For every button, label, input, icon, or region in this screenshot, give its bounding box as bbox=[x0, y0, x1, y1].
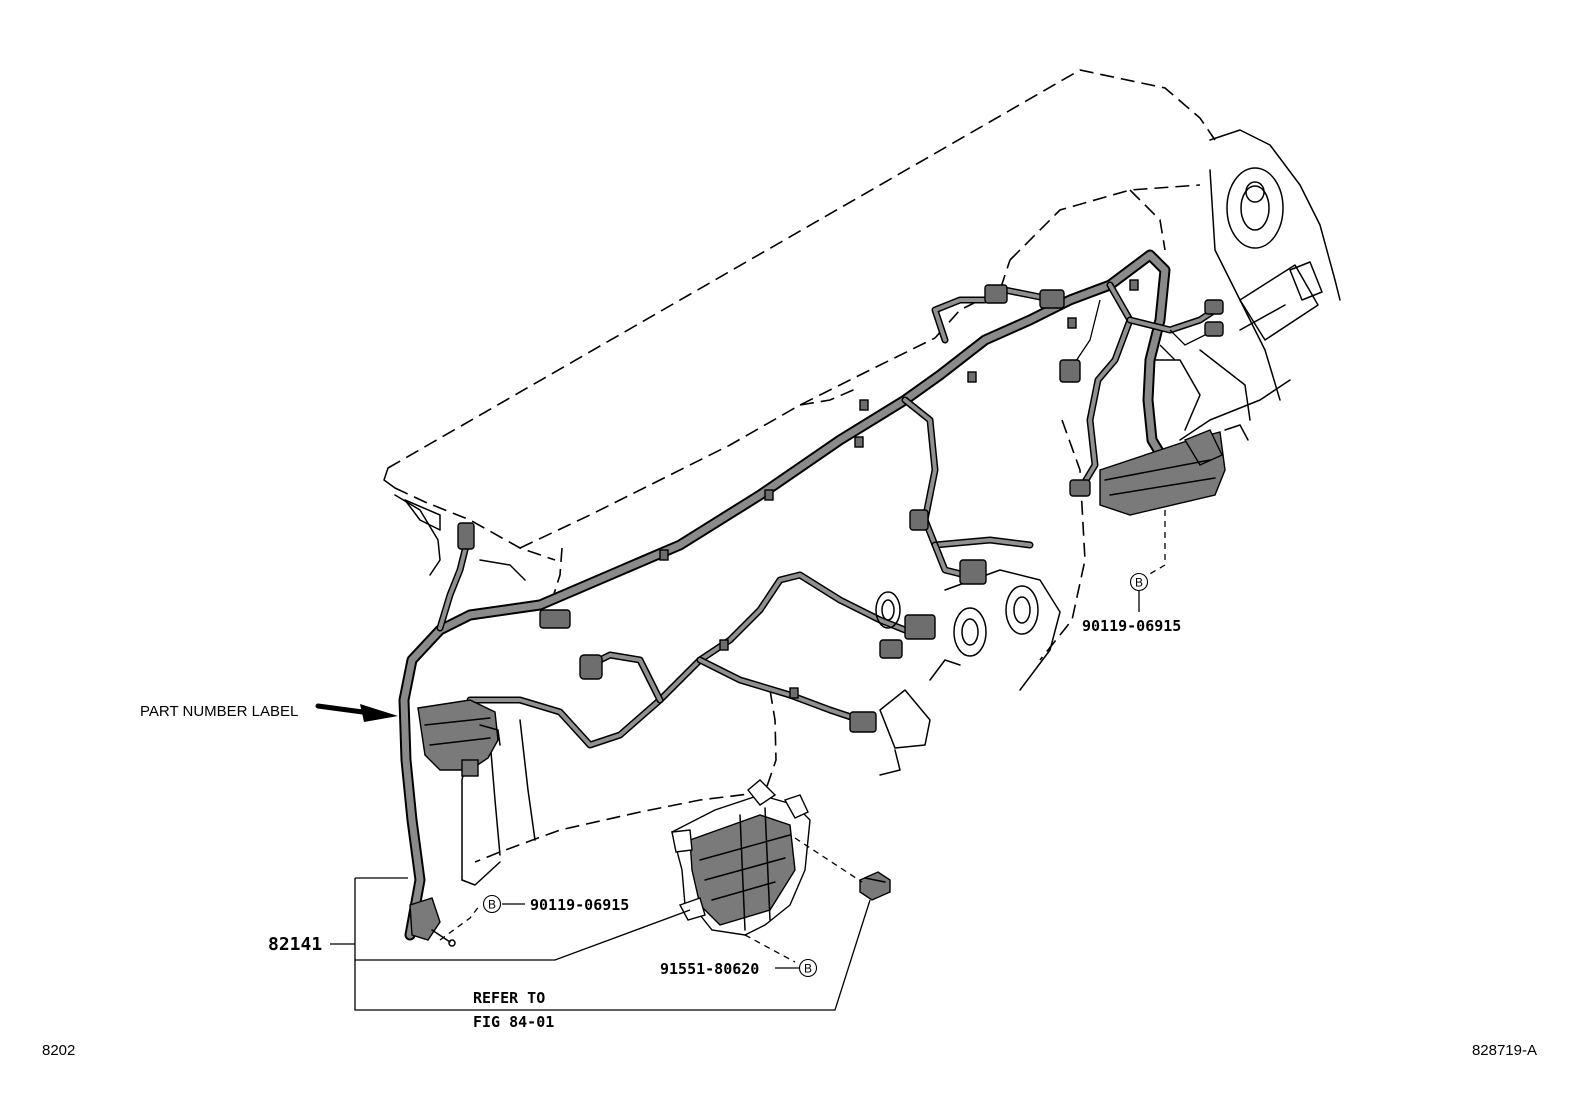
harness-connectors bbox=[457, 279, 1224, 733]
fig-reference-text: FIG 84-01 bbox=[473, 1013, 554, 1031]
svg-text:B: B bbox=[804, 962, 812, 976]
circle-b-marker-screw: B bbox=[798, 958, 818, 978]
circle-b-marker-right: B bbox=[1129, 572, 1149, 592]
left-junction-block bbox=[417, 699, 501, 777]
svg-text:B: B bbox=[488, 898, 496, 912]
screw-part-number: 91551-80620 bbox=[660, 960, 759, 978]
part-number-label-text: PART NUMBER LABEL bbox=[140, 703, 298, 720]
bolt-part-number-right: 90119-06915 bbox=[1082, 617, 1181, 635]
part-label-arrow bbox=[315, 703, 398, 722]
relay-block bbox=[671, 779, 811, 936]
harness-branches bbox=[436, 281, 1219, 749]
footer-left-code: 8202 bbox=[42, 1042, 75, 1059]
right-junction-block bbox=[1099, 424, 1249, 516]
center-vents bbox=[879, 569, 1061, 776]
leader-lines bbox=[330, 591, 1140, 1011]
circle-b-marker-lower: B bbox=[482, 894, 502, 914]
footer-right-code: 828719-A bbox=[1472, 1042, 1537, 1059]
harness-ground-terminal bbox=[409, 897, 456, 947]
small-relay bbox=[859, 871, 891, 901]
instrument-panel-outline bbox=[383, 69, 1216, 863]
refer-to-text: REFER TO bbox=[473, 989, 545, 1007]
dashboard-right-side bbox=[1149, 129, 1341, 441]
svg-text:B: B bbox=[1135, 576, 1143, 590]
harness-part-number: 82141 bbox=[268, 934, 322, 955]
bolt-part-number-lower: 90119-06915 bbox=[530, 896, 629, 914]
